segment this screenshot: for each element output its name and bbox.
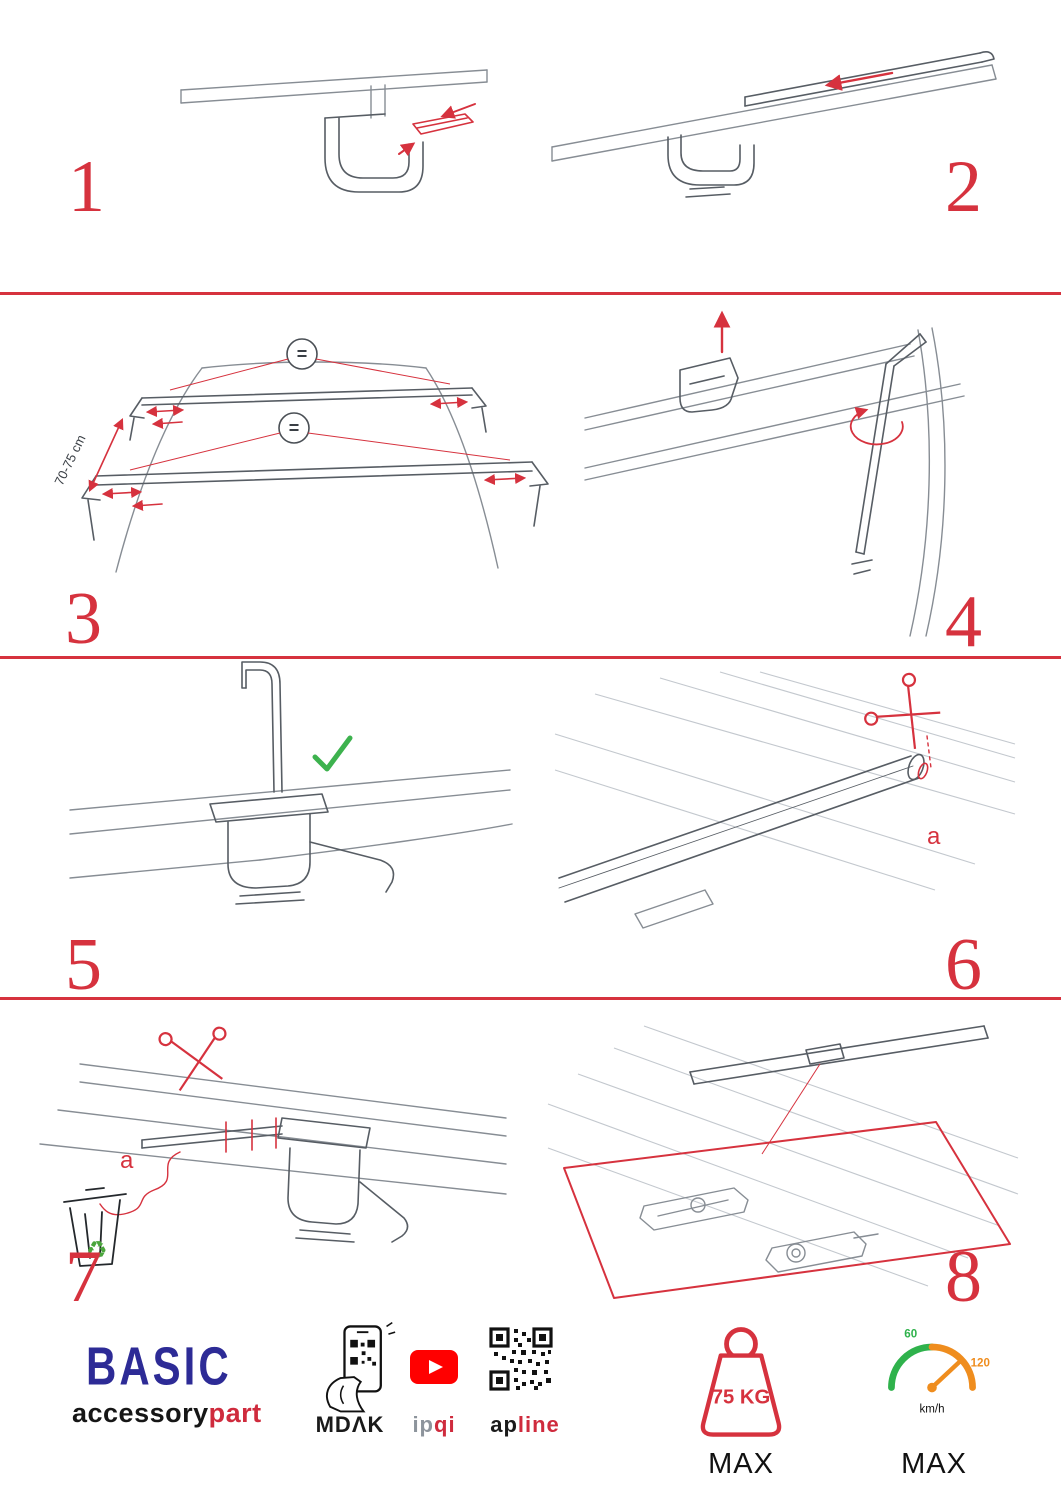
- insert-arrow-2: [398, 142, 416, 157]
- youtube-icon: [410, 1350, 458, 1384]
- cut-marks: [225, 1117, 277, 1153]
- brand-logo: BASIC: [86, 1336, 232, 1397]
- equal-badge: =: [278, 412, 310, 444]
- section-divider: [0, 997, 1061, 1000]
- step-2-number: 2: [945, 146, 982, 228]
- step-6-panel: a: [554, 667, 1016, 952]
- overhang-arrows: [101, 396, 527, 511]
- max-load-icon: 75 KG: [688, 1322, 794, 1444]
- step-1-panel: [175, 60, 495, 255]
- step-7-illustration: a ♻: [39, 1021, 507, 1267]
- step-8-number: 8: [945, 1236, 982, 1318]
- step-6-illustration: a: [554, 667, 1016, 929]
- phone-qr-icon: [312, 1321, 398, 1414]
- step-3-illustration: = = 70-75: [51, 338, 549, 573]
- step-4-panel: [580, 300, 1000, 640]
- step-2-illustration: [551, 51, 997, 198]
- speed-max-value: 120: [971, 1357, 990, 1369]
- step-5-number: 5: [65, 924, 102, 1006]
- brand-subtitle-black: accessory: [72, 1398, 209, 1428]
- insert-arrow: [440, 103, 476, 119]
- weight-value: 75 KG: [712, 1387, 770, 1409]
- max-load-label: MAX: [708, 1448, 774, 1480]
- step-3-number: 3: [65, 578, 102, 660]
- step-3-panel: = = 70-75: [30, 310, 560, 582]
- bar-spacing-dimension: [88, 417, 124, 493]
- step-5-illustration: [69, 661, 513, 905]
- rubber-pad-outline: [412, 113, 474, 135]
- crossbar-end: [558, 753, 925, 903]
- t-slot-adapter: [639, 1187, 749, 1231]
- check-icon: [312, 735, 353, 772]
- cut-label: a: [927, 823, 941, 850]
- step-4-number: 4: [945, 581, 982, 663]
- section-divider: [0, 656, 1061, 659]
- dimension-label: 70-75 cm: [51, 432, 88, 487]
- partner-mdak-label: MDΛK: [315, 1412, 385, 1437]
- speed-min-label: 60: [904, 1328, 917, 1340]
- equal-badge: =: [286, 338, 318, 370]
- gauge-needle: [929, 1358, 964, 1390]
- slide-arrow: [824, 71, 894, 91]
- speed-unit: km/h: [919, 1404, 944, 1416]
- t-slot-adapter-bolt: [765, 1231, 879, 1273]
- step-5-panel: [60, 661, 520, 942]
- step-4-illustration: [584, 310, 965, 637]
- rubber-strip-end: [917, 762, 929, 780]
- qr-code: [488, 1326, 554, 1392]
- excess-strip: [141, 1125, 283, 1149]
- svg-text:=: =: [289, 418, 300, 438]
- step-2-panel: [540, 25, 1010, 220]
- max-speed-icon: 60 120 km/h: [876, 1322, 990, 1426]
- step-7-number: 7: [65, 1236, 102, 1318]
- equal-distance-lines: [129, 358, 511, 471]
- hook-rod: [241, 661, 283, 793]
- rotate-arrow: [849, 407, 904, 446]
- zoom-line: [761, 1063, 821, 1155]
- section-divider: [0, 292, 1061, 295]
- partner-apline-label: apline: [490, 1412, 560, 1437]
- svg-text:=: =: [297, 344, 308, 364]
- brand-subtitle: accessorypart: [72, 1398, 262, 1429]
- step-1-number: 1: [68, 146, 105, 228]
- step-6-number: 6: [945, 924, 982, 1006]
- allen-key: [851, 333, 927, 575]
- trash-icon: [63, 1187, 127, 1267]
- step-8-illustration: [547, 1025, 1019, 1299]
- zoom-region-outline: [563, 1121, 1011, 1299]
- max-speed-label: MAX: [901, 1448, 967, 1480]
- cut-line: [926, 735, 932, 769]
- discard-curve: [99, 1151, 181, 1216]
- step-7-panel: a ♻: [30, 1021, 510, 1274]
- partner-ipqi-label: ipqi: [412, 1412, 456, 1437]
- cut-label: a: [120, 1147, 134, 1174]
- recycle-icon: ♻: [86, 1237, 108, 1264]
- step-1-illustration: [180, 69, 488, 193]
- brand-subtitle-red: part: [208, 1398, 262, 1428]
- step-8-panel: [547, 1008, 1019, 1300]
